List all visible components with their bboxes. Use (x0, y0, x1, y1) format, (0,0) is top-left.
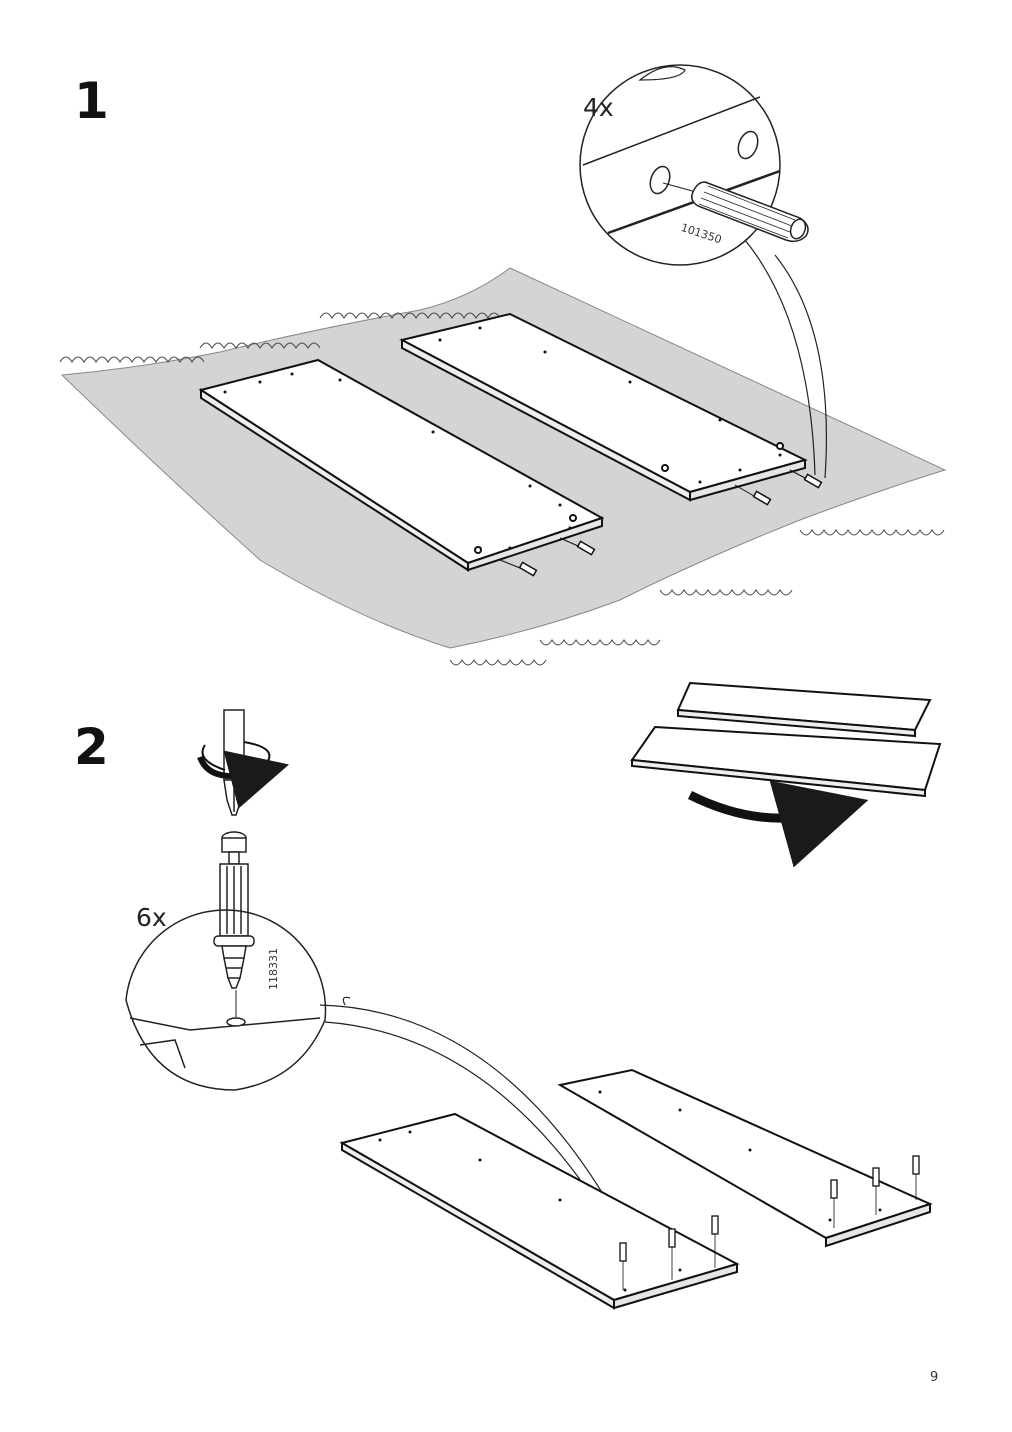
cam-screws-right (830, 1155, 920, 1228)
dowels-right (734, 469, 823, 506)
panel-left (198, 358, 605, 572)
panel-right (399, 312, 808, 502)
dowel-detail-callout (579, 64, 828, 479)
step-2-part-number: 118331 (267, 948, 280, 990)
cam-screws-left (619, 1215, 719, 1290)
panel-bottom-left (339, 1112, 740, 1310)
rug (60, 267, 947, 649)
rug-fringe-top (59, 312, 501, 363)
flip-panels (630, 681, 942, 798)
step-2-number: 2 (74, 718, 109, 776)
step-1-illustration (59, 64, 947, 666)
panel-bottom-right (557, 1068, 933, 1248)
step-1-number: 1 (74, 72, 109, 130)
cam-lock-screw-icon (213, 831, 255, 989)
flip-arrow (687, 780, 869, 868)
page-number: 9 (930, 1370, 939, 1385)
rug-fringe-bottom (449, 529, 945, 666)
dowel-icon (691, 181, 809, 243)
screwdriver-icon (197, 709, 290, 816)
step-2-quantity: 6x (136, 903, 167, 932)
step-1-quantity: 4x (583, 93, 614, 122)
dowels-left (499, 537, 596, 577)
step-2-illustration (125, 681, 942, 1310)
